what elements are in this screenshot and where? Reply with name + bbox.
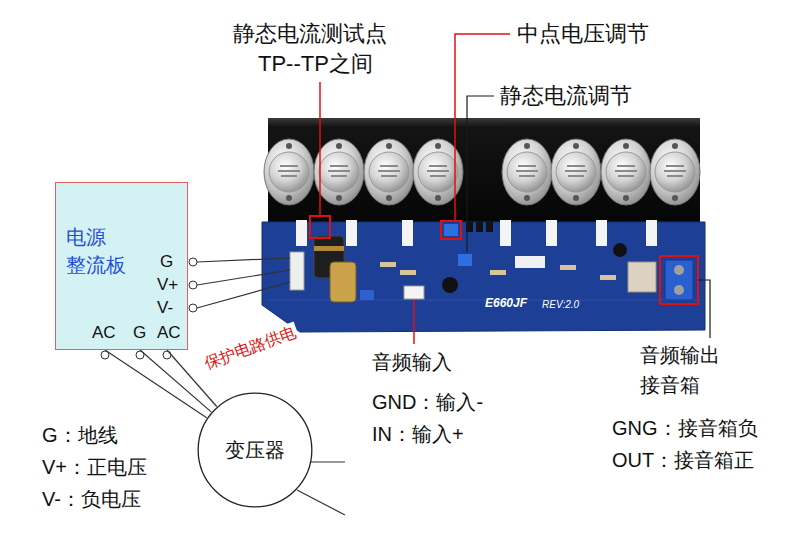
board-revision: REV:2.0	[542, 299, 579, 312]
input-connector	[404, 286, 424, 299]
terminal-screw	[674, 285, 684, 295]
leader-line	[319, 82, 321, 216]
callout-label: TP--TP之间	[258, 50, 373, 78]
clamp	[402, 220, 413, 246]
heatsink	[268, 118, 700, 228]
ic-chip	[515, 256, 545, 268]
wire	[197, 270, 290, 285]
power-connector	[290, 252, 304, 290]
wire	[197, 282, 290, 308]
terminal	[189, 258, 197, 266]
callout-box	[660, 256, 698, 304]
film-capacitor	[360, 290, 374, 300]
output-terminal	[665, 260, 693, 300]
pin-name: G	[160, 251, 173, 272]
callout-label: 中点电压调节	[517, 20, 649, 48]
pin-description: G：地线	[42, 423, 118, 448]
callout-box	[441, 221, 461, 239]
pin-description: OUT：接音箱正	[612, 448, 754, 473]
board-model: E660JF	[485, 296, 527, 311]
pin-name: V+	[157, 274, 178, 295]
leader-line	[455, 34, 510, 221]
capacitor-band	[314, 246, 344, 251]
callout-label: 音频输入	[372, 350, 452, 375]
clamp	[296, 220, 307, 246]
capacitor	[330, 262, 356, 302]
pin-description: V-：负电压	[42, 487, 141, 512]
power-transistor	[314, 139, 364, 205]
clamp	[500, 220, 511, 246]
leader-line	[413, 300, 415, 344]
resistor	[380, 262, 396, 267]
callout-box	[310, 216, 330, 238]
terminal	[189, 281, 197, 289]
wire	[311, 461, 345, 462]
resistor	[400, 270, 416, 275]
leader-line	[698, 280, 710, 338]
terminal-screw	[674, 265, 684, 275]
pin-name: AC	[92, 322, 116, 343]
terminal	[189, 304, 197, 312]
pin-description: GND：输入-	[372, 390, 483, 415]
relay	[628, 262, 656, 292]
pin-name: G	[133, 322, 146, 343]
callout-label: 静态电流测试点	[233, 20, 387, 48]
circle-shape	[198, 393, 312, 507]
callout-label: 音频输出	[640, 343, 720, 368]
small-transistor	[486, 222, 493, 232]
clamp	[346, 220, 357, 246]
power-transistor	[502, 139, 552, 205]
clamp	[646, 220, 657, 246]
capacitor-small	[613, 243, 627, 257]
resistor	[560, 265, 576, 270]
power-transistor	[551, 139, 601, 205]
power-transistor	[601, 139, 651, 205]
callout-label: 静态电流调节	[500, 82, 632, 110]
callout-label: 接音箱	[640, 373, 700, 398]
wire	[297, 490, 345, 515]
pin-name: AC	[157, 322, 181, 343]
pin-description: IN：输入+	[372, 422, 464, 447]
clamp	[546, 220, 557, 246]
resistor	[490, 270, 506, 275]
wire-connector	[105, 350, 207, 418]
power-transistor	[650, 139, 700, 205]
pin-description: GNG：接音箱负	[612, 416, 758, 441]
box-title: 电源 整流板	[66, 223, 130, 279]
pin-name: V-	[157, 297, 173, 318]
power-transistor	[264, 139, 314, 205]
potentiometer	[444, 224, 458, 236]
pin-description: V+：正电压	[42, 455, 147, 480]
potentiometer	[458, 254, 472, 266]
note-label: 保护电路供电	[200, 322, 301, 375]
power-transistor	[364, 139, 414, 205]
transformer-circle: 变压器	[197, 392, 313, 508]
leader-line	[467, 96, 494, 252]
small-transistor	[476, 222, 483, 232]
capacitor-small	[442, 277, 458, 293]
circle-label: 变压器	[225, 436, 285, 464]
clamp	[596, 220, 607, 246]
terminal	[163, 351, 171, 359]
resistor	[600, 275, 616, 280]
wire	[197, 258, 290, 262]
